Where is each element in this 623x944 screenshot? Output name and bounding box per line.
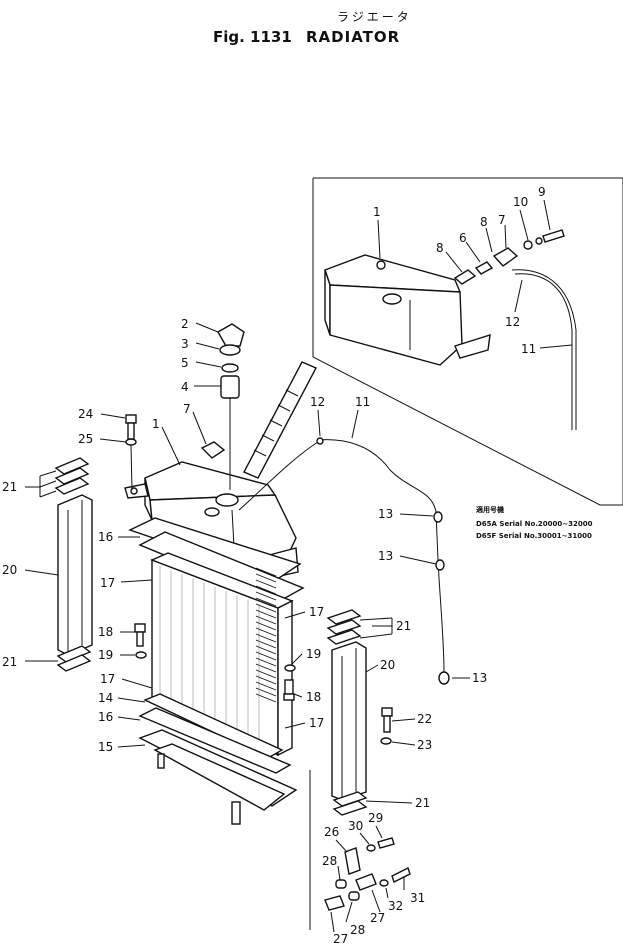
core-fin-line — [255, 669, 277, 679]
left-side-support — [54, 457, 93, 672]
core-fin-line — [255, 591, 277, 601]
cap-and-filler-parts — [125, 323, 245, 491]
inset-callout-1: 1 — [373, 205, 381, 219]
tube-stay — [243, 361, 317, 479]
core-fin-line — [255, 597, 277, 607]
figure-number: Fig. 1131 — [213, 28, 292, 46]
callout-22: 22 — [417, 712, 432, 726]
callout-24: 24 — [78, 407, 93, 421]
callout-2: 2 — [181, 317, 189, 331]
callout-15: 15 — [98, 740, 113, 754]
callout-28-lower: 28 — [350, 923, 365, 937]
note-title: 適用号機 — [476, 505, 504, 514]
inset-callout-9: 9 — [538, 185, 546, 199]
note-line-1: D65A Serial No.20000~32000 — [476, 520, 593, 528]
inset-callout-6: 6 — [459, 231, 467, 245]
figure-title: RADIATOR — [306, 28, 401, 46]
callout-11: 11 — [355, 395, 370, 409]
core-fin-line — [255, 627, 277, 637]
core-fin-line — [255, 573, 277, 583]
callout-16-upper: 16 — [98, 530, 113, 544]
right-side-support — [326, 609, 368, 816]
callout-28-upper: 28 — [322, 854, 337, 868]
core-fin-line — [255, 579, 277, 589]
callout-14: 14 — [98, 691, 113, 705]
callout-32: 32 — [388, 899, 403, 913]
callout-13-middle: 13 — [378, 549, 393, 563]
callout-21-left-lower: 21 — [2, 655, 17, 669]
core-fin-line — [255, 603, 277, 613]
leader-lines — [24, 199, 573, 933]
inset-frame — [312, 177, 623, 506]
core-fin-line — [255, 681, 277, 691]
callout-13-lower: 13 — [472, 671, 487, 685]
callout-13-upper: 13 — [378, 507, 393, 521]
core-fin-line — [255, 645, 277, 655]
core-fin-line — [255, 609, 277, 619]
core-fin-line — [255, 657, 277, 667]
core-fin-line — [255, 693, 277, 703]
core-fin-line — [255, 687, 277, 697]
callout-26: 26 — [324, 825, 339, 839]
callout-18-left: 18 — [98, 625, 113, 639]
lower-bracket-parts — [309, 770, 411, 930]
callout-7: 7 — [183, 402, 191, 416]
core-fin-line — [255, 567, 277, 577]
serial-applicability-note: 適用号機 D65A Serial No.20000~32000 D65F Ser… — [476, 505, 593, 540]
inset-callout-8-right: 8 — [480, 215, 488, 229]
callout-5: 5 — [181, 356, 189, 370]
callout-16-lower: 16 — [98, 710, 113, 724]
callout-31: 31 — [410, 891, 425, 905]
callout-1: 1 — [152, 417, 160, 431]
upper-gaskets — [128, 517, 305, 603]
callout-12: 12 — [310, 395, 325, 409]
core-fin-line — [255, 621, 277, 631]
callout-4: 4 — [181, 380, 189, 394]
callout-19-right: 19 — [306, 647, 321, 661]
callout-23: 23 — [417, 738, 432, 752]
callout-20-left: 20 — [2, 563, 17, 577]
callout-19-left: 19 — [98, 648, 113, 662]
core-fin-line — [255, 633, 277, 643]
core-fin-line — [255, 639, 277, 649]
lower-tank — [138, 693, 298, 825]
inset-callout-8-left: 8 — [436, 241, 444, 255]
callout-17-left-lower: 17 — [100, 672, 115, 686]
inset-cap-parts — [453, 229, 577, 430]
callout-27-lower: 27 — [333, 932, 348, 944]
inset-callout-11: 11 — [521, 342, 536, 356]
callout-21-left-upper: 21 — [2, 480, 17, 494]
callout-20-right: 20 — [380, 658, 395, 672]
callout-21-right-lower: 21 — [415, 796, 430, 810]
overflow-tube — [238, 437, 450, 685]
callout-17-right-lower: 17 — [309, 716, 324, 730]
core-fin-line — [255, 615, 277, 625]
callout-25: 25 — [78, 432, 93, 446]
callout-17-left-upper: 17 — [100, 576, 115, 590]
callout-29: 29 — [368, 811, 383, 825]
japanese-title: ラジエータ — [337, 10, 412, 24]
callout-27-right: 27 — [370, 911, 385, 925]
mounting-bolts — [134, 623, 393, 745]
inset-tank — [324, 254, 491, 366]
callout-18-right: 18 — [306, 690, 321, 704]
core-fin-line — [255, 651, 277, 661]
inset-callout-10: 10 — [513, 195, 528, 209]
callout-numbers: 1 2 3 5 4 7 24 25 21 16 20 17 18 19 21 1… — [2, 185, 546, 944]
callout-30: 30 — [348, 819, 363, 833]
note-line-2: D65F Serial No.30001~31000 — [476, 532, 592, 540]
core-fin-line — [255, 675, 277, 685]
callout-3: 3 — [181, 337, 189, 351]
inset-callout-7: 7 — [498, 213, 506, 227]
callout-21-right-upper: 21 — [396, 619, 411, 633]
callout-17-right-upper: 17 — [309, 605, 324, 619]
core-fin-line — [255, 663, 277, 673]
inset-callout-12: 12 — [505, 315, 520, 329]
core-fin-line — [255, 585, 277, 595]
